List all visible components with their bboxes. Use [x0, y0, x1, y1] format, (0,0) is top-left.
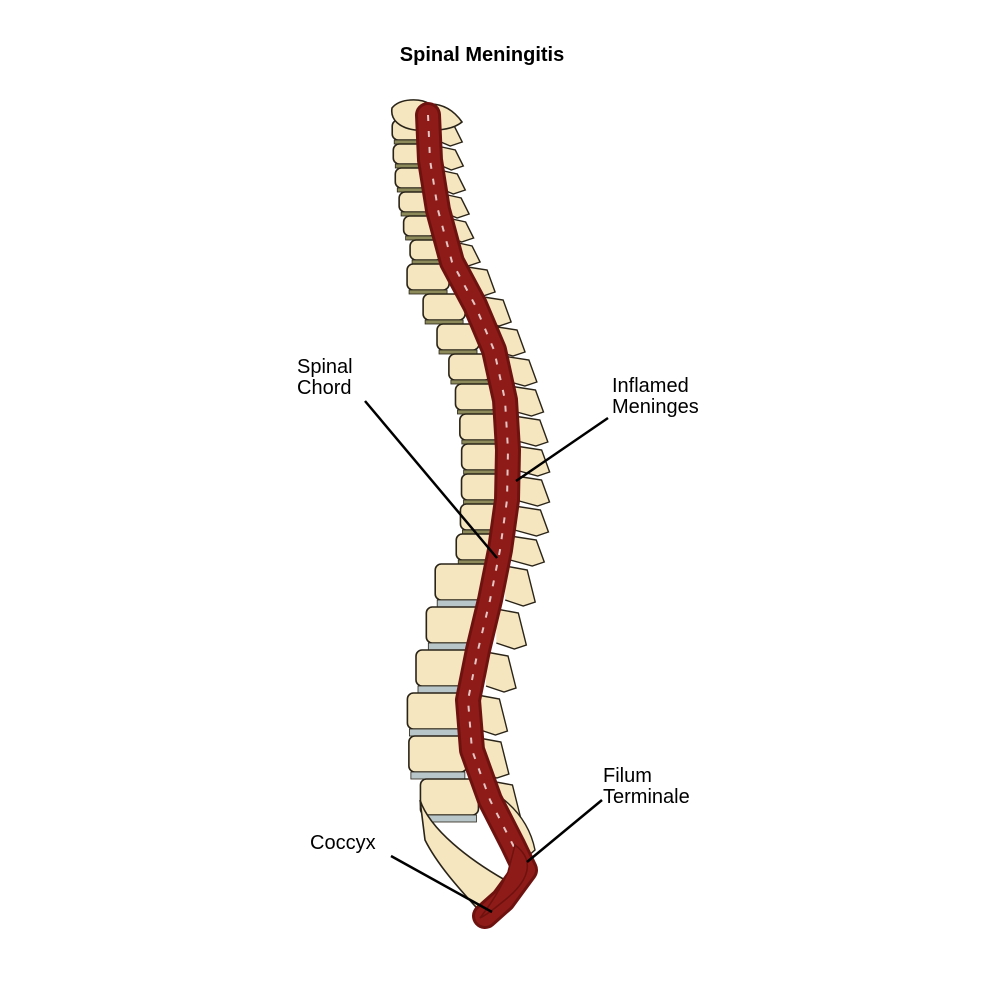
leader-line-spinal-cord: [364, 400, 498, 559]
label-filum-terminale-line1: Filum: [603, 765, 652, 787]
label-inflamed-meninges: Inflamed Meninges: [612, 376, 699, 418]
label-inflamed-meninges-line1: Inflamed: [612, 375, 689, 397]
central-canal-highlight: [427, 114, 527, 917]
label-spinal-cord-line1: Spinal: [297, 356, 353, 378]
vertebral-body: [408, 735, 468, 773]
label-inflamed-meninges-line2: Meninges: [612, 396, 699, 418]
spinous-process: [477, 694, 509, 736]
intervertebral-disc: [408, 728, 464, 737]
intervertebral-disc: [410, 771, 466, 780]
spinous-process: [515, 475, 551, 507]
leader-line-inflamed-meninges: [515, 416, 609, 483]
spinous-process: [514, 505, 550, 537]
leader-lines: [364, 400, 609, 914]
spinous-process: [496, 608, 528, 650]
spinous-process: [485, 651, 517, 693]
leader-line-filum-terminale: [526, 799, 603, 863]
spinous-process: [515, 445, 551, 477]
vertebral-column: [390, 99, 551, 918]
label-coccyx: Coccyx: [310, 833, 376, 854]
diagram-title: Spinal Meningitis: [399, 44, 565, 66]
leader-line-coccyx: [390, 854, 493, 914]
spinal-cord-shape: [415, 102, 538, 929]
label-filum-terminale-line2: Terminale: [603, 786, 690, 808]
label-spinal-cord: Spinal Chord: [297, 357, 353, 399]
label-spinal-cord-line2: Chord: [297, 377, 352, 399]
spinous-process: [504, 565, 537, 607]
vertebral-body: [419, 778, 480, 816]
label-coccyx-line1: Coccyx: [310, 832, 376, 854]
spinous-process: [513, 415, 549, 447]
label-filum-terminale: Filum Terminale: [603, 766, 690, 808]
spinous-process: [510, 535, 546, 567]
